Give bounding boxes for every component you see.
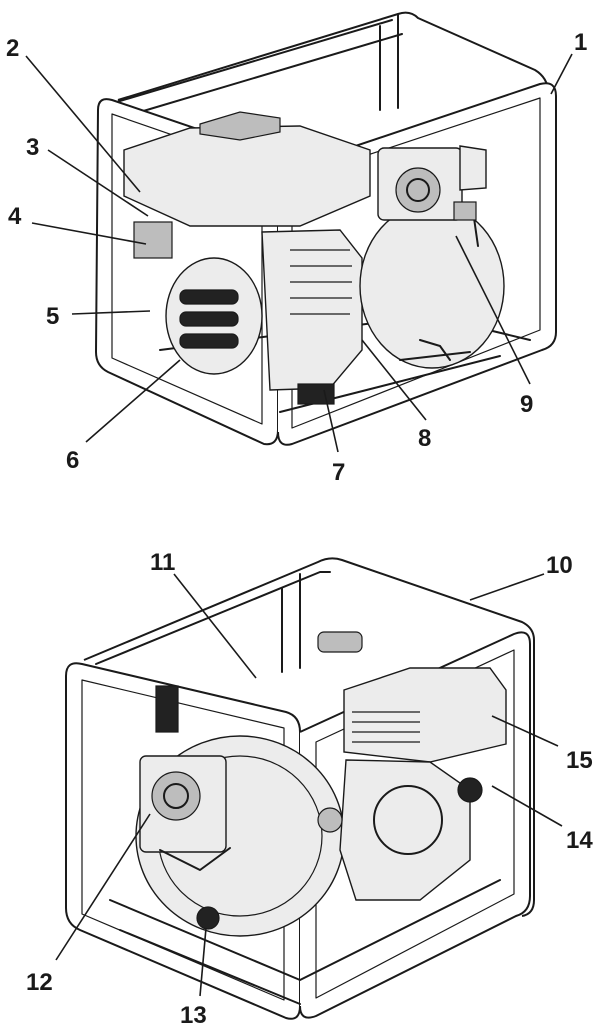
leader-14 — [491, 785, 563, 827]
control-panel-top — [133, 221, 173, 259]
discharge-pipe-top — [459, 145, 487, 191]
callout-14: 14 — [566, 827, 593, 854]
priming-plug-bottom — [317, 807, 343, 833]
leader-5 — [71, 310, 151, 315]
pump-foot-top — [297, 383, 335, 405]
callout-1: 1 — [574, 29, 587, 56]
leader-12 — [55, 813, 151, 961]
leader-2 — [25, 55, 141, 193]
recoil-slot-2 — [179, 311, 239, 327]
callout-13: 13 — [180, 1002, 207, 1027]
engine-recoil-bottom — [373, 785, 443, 855]
leader-9 — [455, 235, 531, 385]
leader-7 — [323, 389, 339, 453]
suction-port-inner — [163, 783, 189, 809]
discharge-port-inner-top — [406, 178, 430, 202]
leader-13 — [199, 927, 207, 997]
engine-block-top — [261, 229, 363, 391]
callout-15: 15 — [566, 747, 593, 774]
leader-11 — [173, 573, 257, 679]
base-skid-bottom — [109, 879, 501, 1005]
callouts-bottom: 10 11 12 13 14 15 — [26, 549, 593, 1027]
callout-7: 7 — [332, 459, 345, 486]
engine-block-bottom — [339, 759, 471, 901]
top-handle-bottom — [155, 685, 179, 733]
recoil-slot-1 — [179, 289, 239, 305]
fuel-cap-top — [199, 111, 281, 141]
frame-left-inner-bottom — [81, 679, 285, 1001]
callout-8: 8 — [418, 425, 431, 452]
suction-bracket — [159, 847, 231, 871]
callout-4: 4 — [8, 203, 22, 230]
callout-6: 6 — [66, 447, 79, 474]
callout-5: 5 — [46, 303, 59, 330]
fuel-tank-top — [123, 125, 371, 227]
leader-15 — [491, 715, 559, 747]
engine-tank-bottom — [343, 667, 507, 763]
fuel-valve-bottom — [457, 777, 483, 803]
callout-9: 9 — [520, 391, 533, 418]
callout-11: 11 — [150, 549, 175, 576]
figure-bottom-illustration — [65, 557, 535, 1020]
leader-6 — [85, 359, 181, 443]
engine-cap-bottom — [317, 631, 363, 653]
callout-2: 2 — [6, 35, 19, 62]
drain-plug-bottom — [196, 906, 220, 930]
drain-plug-top — [453, 201, 477, 221]
callouts-top: 1 2 3 4 5 6 7 8 9 — [6, 29, 587, 486]
engine-fins-top — [290, 249, 352, 315]
discharge-port-top — [395, 167, 441, 213]
leader-8 — [361, 339, 427, 421]
leader-1 — [550, 53, 573, 95]
leader-4 — [31, 222, 147, 245]
suction-port-bottom — [151, 771, 201, 821]
leader-3 — [47, 149, 149, 217]
callout-12: 12 — [26, 969, 53, 996]
engine-fins-bottom — [352, 711, 420, 743]
figure-top-illustration — [95, 11, 557, 446]
callout-3: 3 — [26, 134, 39, 161]
frame-top-rails-bottom — [95, 571, 331, 673]
leader-10 — [469, 573, 545, 601]
callout-10: 10 — [546, 552, 573, 579]
recoil-slot-3 — [179, 333, 239, 349]
frame-top-rails — [109, 13, 403, 113]
